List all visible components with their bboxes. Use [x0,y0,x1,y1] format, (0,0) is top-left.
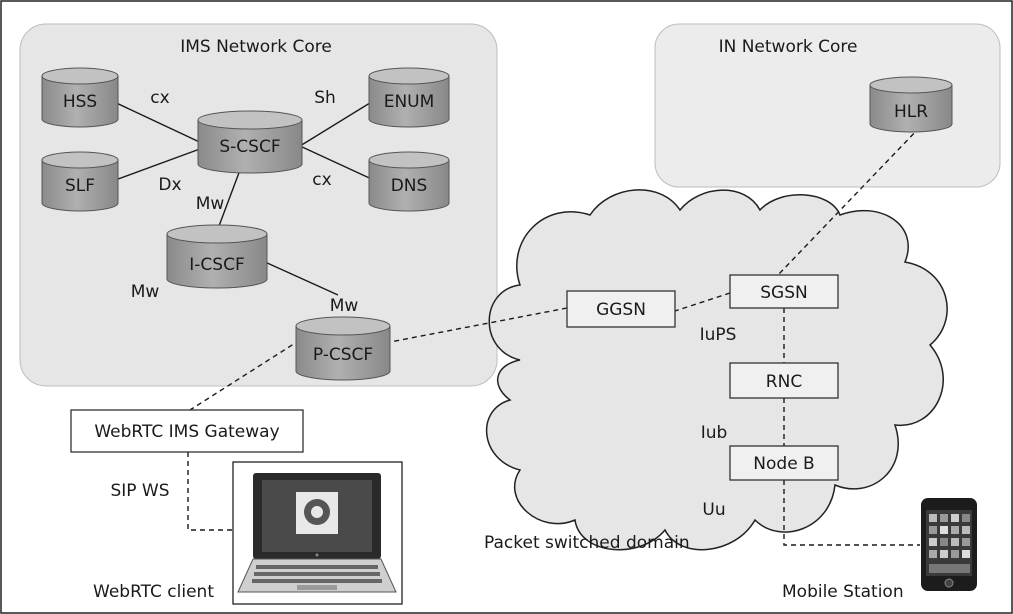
in-core-region [654,23,1001,188]
i-cscf-database: I-CSCF [166,224,268,289]
link-scscf-icscf [215,169,241,235]
link-icscf-pcscf [264,261,339,296]
iface-slf-scscf: Dx [158,175,181,195]
link-pcscf-gateway [189,339,301,411]
slf-database: SLF [41,151,119,212]
link-slf-scscf [109,145,209,183]
dns-label: DNS [391,176,428,196]
iface-scscf-icscf: Mw [196,194,225,214]
node-b-label: Node B [753,454,814,474]
iface-nodeb-ms: Uu [702,500,725,520]
ims-core-title: IMS Network Core [180,37,332,57]
link-sgsn-ggsn [674,292,731,312]
iface-icscf-left: Mw [131,282,160,302]
s-cscf-label: S-CSCF [219,137,280,157]
link-ggsn-pcscf [389,307,568,343]
mobile-phone-icon [921,498,977,591]
laptop-icon [237,473,397,593]
webrtc-gateway-box [70,409,304,453]
iface-sgsn-ggsn: IuPS [700,325,737,345]
iface-enum-scscf: Sh [314,88,336,108]
iface-icscf-pcscf: Mw [330,296,359,316]
packet-domain-label: Packet switched domain [484,533,690,553]
in-core-title: IN Network Core [719,37,858,57]
link-enum-scscf [299,97,379,147]
enum-label: ENUM [384,92,435,112]
s-cscf-database: S-CSCF [197,110,303,174]
link-hlr-sgsn [777,126,921,276]
p-cscf-label: P-CSCF [313,345,373,365]
ggsn-label: GGSN [596,300,646,320]
mobile-station-label: Mobile Station [782,582,904,602]
link-dns-scscf [299,145,379,183]
enum-database: ENUM [368,67,450,128]
hss-label: HSS [63,92,97,112]
webrtc-client-label: WebRTC client [93,582,214,602]
p-cscf-database: P-CSCF [295,316,391,381]
sgsn-label: SGSN [760,283,807,303]
i-cscf-label: I-CSCF [189,255,244,275]
slf-label: SLF [65,176,95,196]
ggsn-box [566,290,676,328]
link-hss-scscf [109,99,209,147]
hlr-label: HLR [894,102,928,122]
rnc-label: RNC [766,372,802,392]
iface-gateway-client: SIP WS [110,481,169,501]
hss-database: HSS [41,67,119,128]
hlr-database: HLR [869,76,953,133]
sgsn-box [729,274,839,309]
node-b-box [729,445,839,481]
link-nodeb-ms [783,480,920,546]
iface-dns-scscf: cx [312,170,331,190]
iface-rnc-nodeb: Iub [701,423,728,443]
iface-hss-scscf: cx [150,88,169,108]
dns-database: DNS [368,151,450,212]
webrtc-gateway-label: WebRTC IMS Gateway [94,422,279,442]
rnc-box [729,362,839,399]
